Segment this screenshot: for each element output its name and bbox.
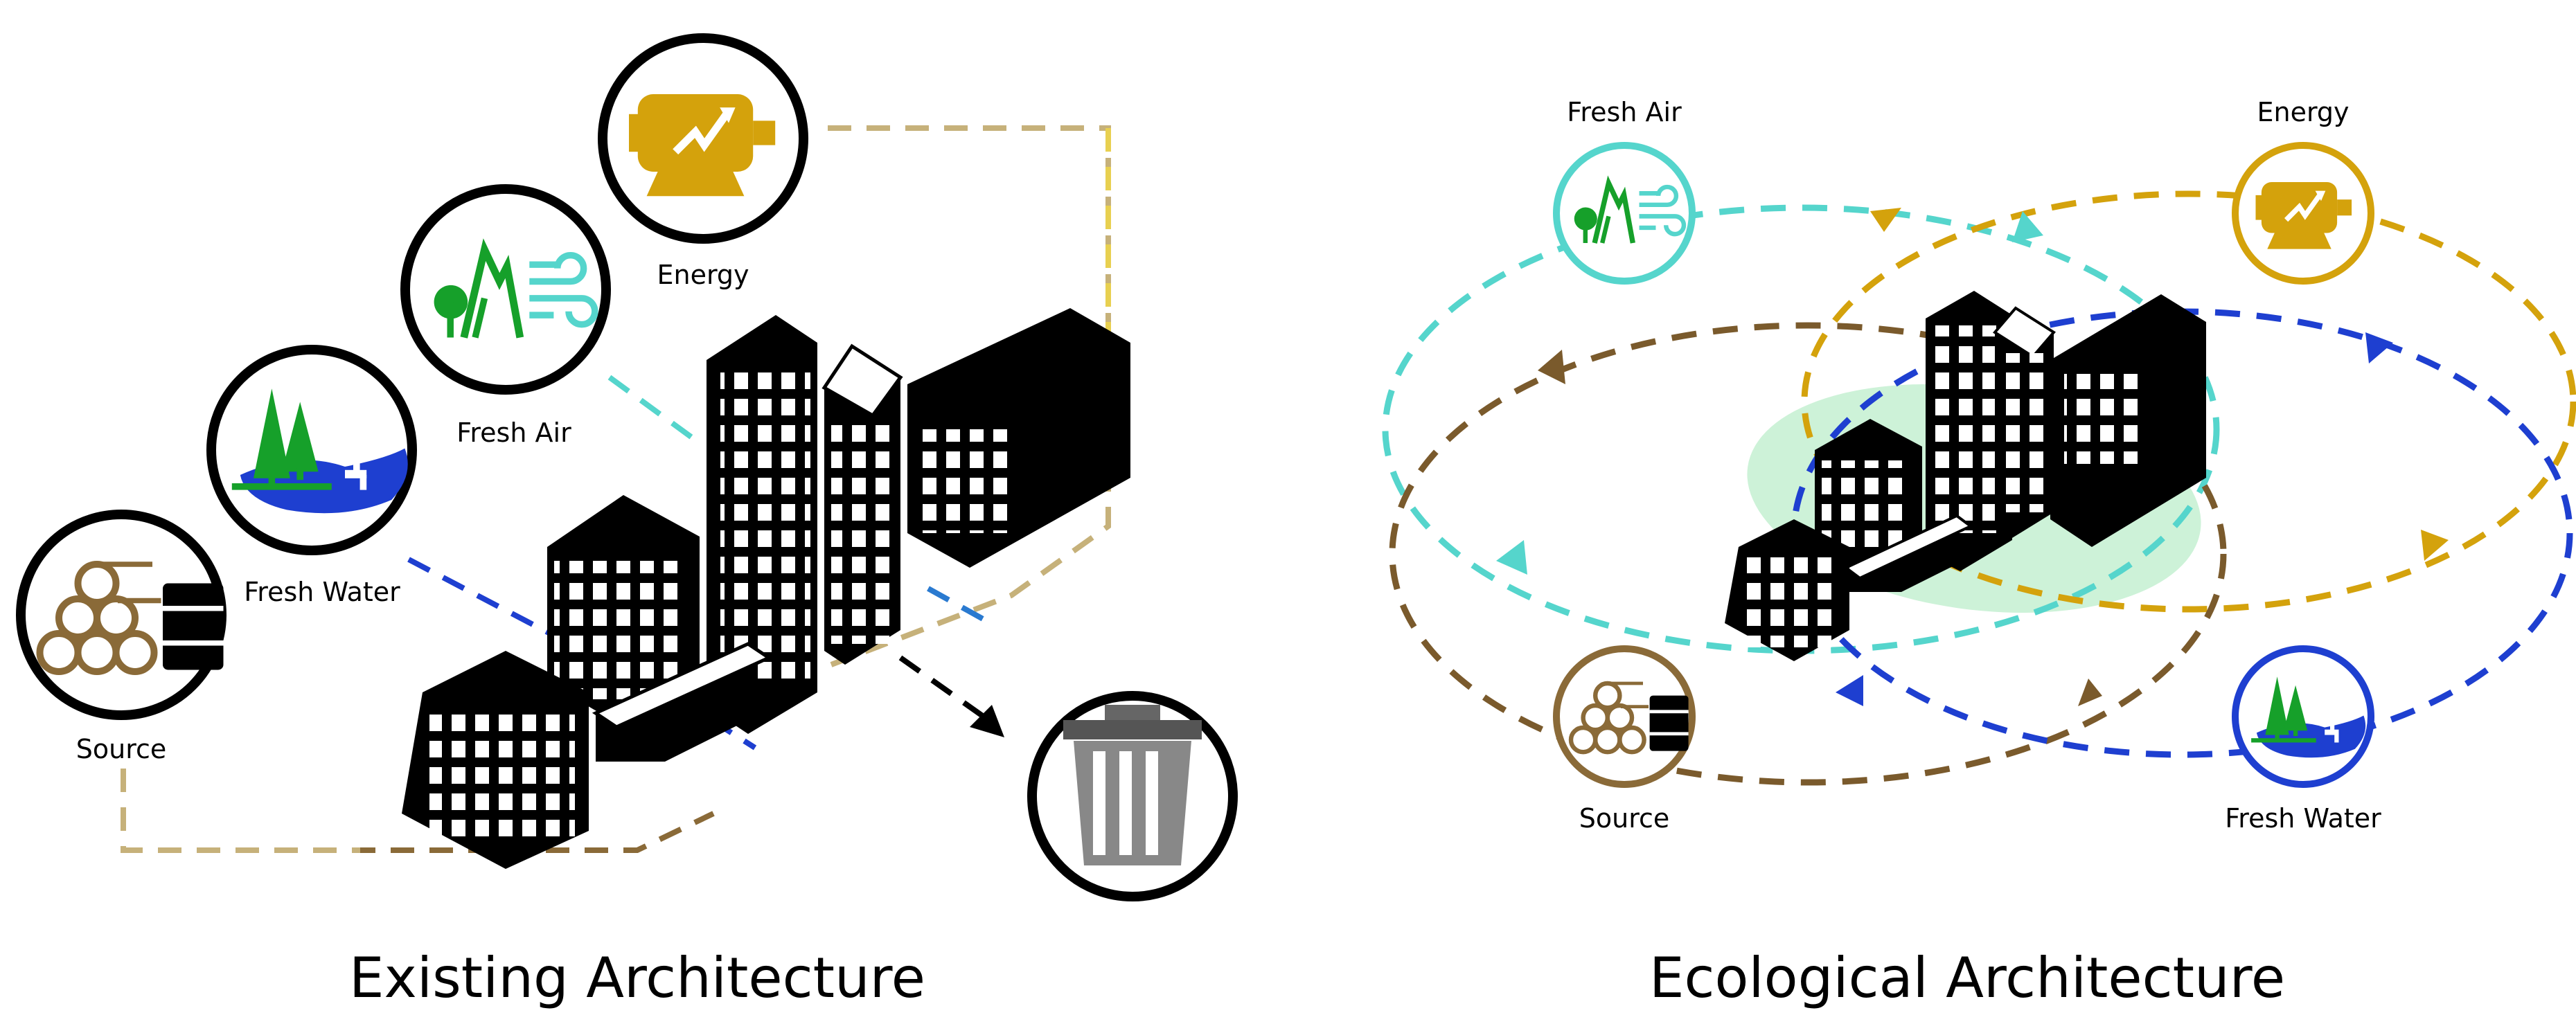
existing-architecture-panel: Energy Fresh Air Fresh Water Source (16, 33, 1238, 1010)
eco-fresh-air-label: Fresh Air (1567, 97, 1682, 127)
existing-architecture-title: Existing Architecture (349, 946, 925, 1010)
fresh-air-flow-line (607, 375, 702, 446)
existing-fresh-water-label: Fresh Water (244, 577, 400, 607)
waste-arrow-head (970, 705, 1004, 737)
eco-fresh-water-node: Fresh Water (2225, 645, 2381, 834)
source-flow-line-light (121, 769, 360, 853)
eco-energy-label: Energy (2257, 97, 2349, 127)
ecological-architecture-panel: Fresh Air Energy Source Fresh Water Ecol… (1382, 97, 2576, 1010)
cycle-arrow-heads (1496, 208, 2449, 706)
source-node: Source (16, 510, 224, 764)
ecological-architecture-title: Ecological Architecture (1649, 946, 2285, 1010)
energy-node: Energy (598, 33, 808, 290)
existing-fresh-air-label: Fresh Air (456, 417, 571, 448)
eco-source-node: Source (1553, 645, 1696, 834)
energy-loop (1801, 190, 2576, 613)
existing-source-label: Source (76, 734, 167, 764)
waste-flow-line (898, 655, 986, 719)
eco-energy-node: Energy (2232, 97, 2374, 285)
existing-building-cluster (402, 308, 1130, 869)
waste-node (1027, 691, 1238, 901)
fresh-water-node: Fresh Water (206, 345, 417, 607)
existing-energy-label: Energy (657, 260, 749, 290)
energy-flow-line (828, 125, 1111, 667)
waste-flow-line-blue (927, 586, 992, 626)
eco-fresh-air-node: Fresh Air (1553, 97, 1696, 285)
eco-source-label: Source (1579, 803, 1670, 834)
ecological-building-cluster (1725, 291, 2206, 661)
source-loop (1389, 322, 2227, 786)
eco-fresh-water-label: Fresh Water (2225, 803, 2381, 834)
trash-can-icon (1063, 705, 1202, 865)
fresh-air-node: Fresh Air (400, 184, 611, 448)
